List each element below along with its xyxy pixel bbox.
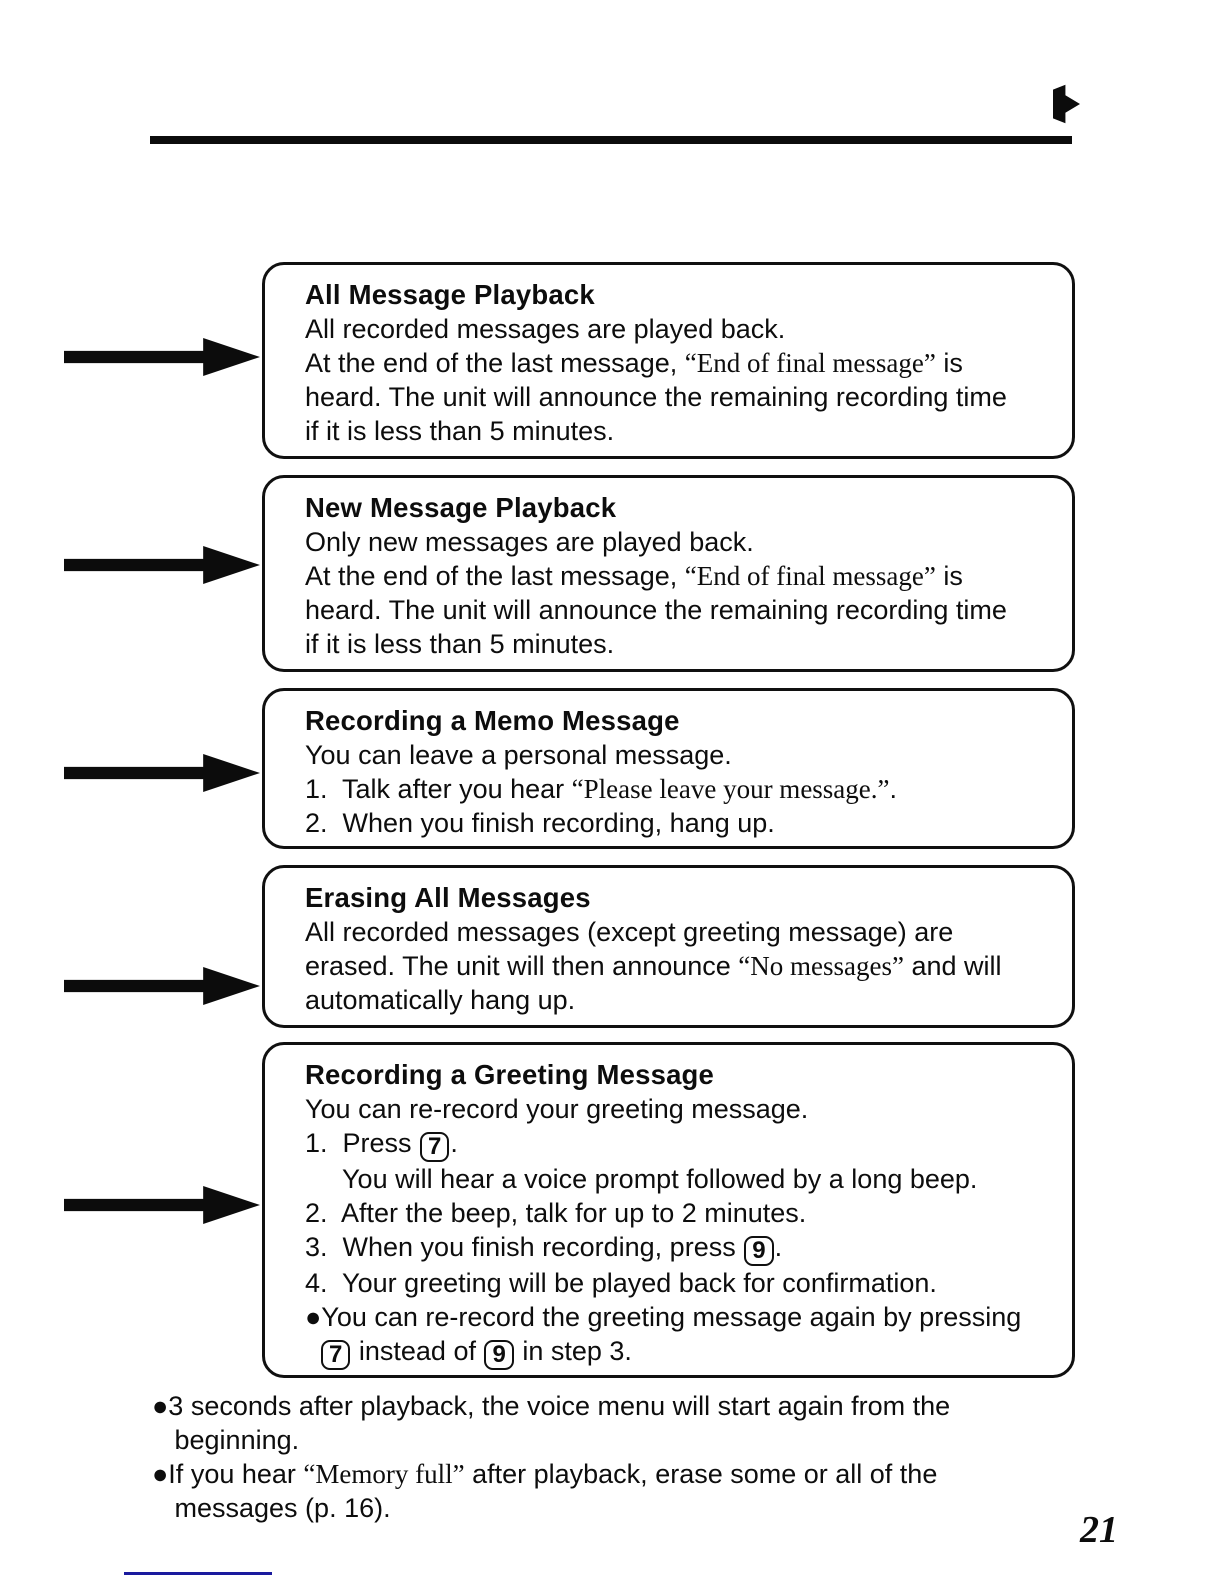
pointer-arrow-icon: [64, 546, 260, 584]
info-box: Erasing All Messages All recorded messag…: [262, 865, 1075, 1028]
keycap-7-icon: 7: [321, 1340, 351, 1370]
text-segment: You can leave a personal message.: [305, 740, 732, 770]
text-line: heard. The unit will announce the remain…: [305, 593, 1046, 627]
text-segment: “Memory full”: [303, 1459, 465, 1489]
text-line: erased. The unit will then announce “No …: [305, 949, 1046, 983]
text-segment: beginning.: [152, 1425, 300, 1455]
pointer-arrow-icon: [64, 1186, 260, 1224]
text-line: ●3 seconds after playback, the voice men…: [152, 1389, 950, 1423]
box-body: All recorded messages are played back.At…: [305, 312, 1046, 448]
text-line: 3. When you finish recording, press 9.: [305, 1230, 1046, 1266]
text-line: You can leave a personal message.: [305, 738, 1046, 772]
text-segment: At the end of the last message,: [305, 561, 685, 591]
text-segment: if it is less than 5 minutes.: [305, 629, 615, 659]
text-segment: 3. When you finish recording, press: [305, 1232, 744, 1262]
text-segment: All recorded messages (except greeting m…: [305, 917, 954, 947]
text-line: At the end of the last message, “End of …: [305, 559, 1046, 593]
text-segment: 1. Talk after you hear: [305, 774, 572, 804]
text-line: ●If you hear “Memory full” after playbac…: [152, 1457, 950, 1491]
text-line: ●You can re-record the greeting message …: [305, 1300, 1046, 1334]
text-line: You will hear a voice prompt followed by…: [305, 1162, 1046, 1196]
text-line: beginning.: [152, 1423, 950, 1457]
text-line: 4. Your greeting will be played back for…: [305, 1266, 1046, 1300]
text-line: All recorded messages are played back.: [305, 312, 1046, 346]
text-segment: [305, 1336, 320, 1366]
box-title: Erasing All Messages: [305, 882, 591, 913]
box-title: Recording a Memo Message: [305, 705, 680, 736]
keycap-7-icon: 7: [420, 1132, 450, 1162]
text-segment: 2. When you finish recording, hang up.: [305, 808, 775, 838]
text-segment: “Please leave your message.”: [571, 774, 890, 804]
text-line: automatically hang up.: [305, 983, 1046, 1017]
text-line: 2. When you finish recording, hang up.: [305, 806, 1046, 840]
text-line: All recorded messages (except greeting m…: [305, 915, 1046, 949]
text-line: 7 instead of 9 in step 3.: [305, 1334, 1046, 1370]
pointer-arrow-icon: [64, 967, 260, 1005]
text-segment: if it is less than 5 minutes.: [305, 416, 615, 446]
text-line: You can re-record your greeting message.: [305, 1092, 1046, 1126]
text-segment: .: [774, 1232, 783, 1262]
text-line: messages (p. 16).: [152, 1491, 950, 1525]
text-segment: You can re-record your greeting message.: [305, 1094, 809, 1124]
text-segment: heard. The unit will announce the remain…: [305, 382, 1007, 412]
text-segment: At the end of the last message,: [305, 348, 685, 378]
box-body: Only new messages are played back.At the…: [305, 525, 1046, 661]
keycap-9-icon: 9: [484, 1340, 514, 1370]
text-segment: “No messages”: [738, 951, 904, 981]
text-segment: 1. Press: [305, 1128, 420, 1158]
header-rule: [150, 136, 1072, 144]
box-title: All Message Playback: [305, 279, 595, 310]
text-segment: You will hear a voice prompt followed by…: [305, 1164, 978, 1194]
text-segment: is: [935, 561, 963, 591]
page-corner-arrow-icon: [1053, 84, 1080, 124]
text-segment: “End of final message”: [684, 348, 936, 378]
info-box: Recording a Memo Message You can leave a…: [262, 688, 1075, 849]
text-line: heard. The unit will announce the remain…: [305, 380, 1046, 414]
info-box: All Message Playback All recorded messag…: [262, 262, 1075, 459]
text-segment: .: [889, 774, 898, 804]
pointer-arrow-icon: [64, 338, 260, 376]
text-segment: Only new messages are played back.: [305, 527, 754, 557]
text-segment: .: [450, 1128, 458, 1158]
text-line: 1. Talk after you hear “Please leave you…: [305, 772, 1046, 806]
page-number: 21: [1080, 1509, 1118, 1551]
box-body: All recorded messages (except greeting m…: [305, 915, 1046, 1017]
text-line: At the end of the last message, “End of …: [305, 346, 1046, 380]
box-title: Recording a Greeting Message: [305, 1059, 715, 1090]
pointer-arrow-icon: [64, 754, 260, 792]
text-segment: messages (p. 16).: [152, 1493, 391, 1523]
text-segment: is: [935, 348, 963, 378]
text-segment: automatically hang up.: [305, 985, 576, 1015]
text-segment: ●You can re-record the greeting message …: [305, 1302, 1022, 1332]
text-segment: ●3 seconds after playback, the voice men…: [152, 1391, 951, 1421]
text-line: Only new messages are played back.: [305, 525, 1046, 559]
text-segment: ●If you hear: [152, 1459, 304, 1489]
text-segment: after playback, erase some or all of the: [464, 1459, 938, 1489]
text-segment: “End of final message”: [684, 561, 936, 591]
text-line: if it is less than 5 minutes.: [305, 627, 1046, 661]
info-box: Recording a Greeting Message You can re-…: [262, 1042, 1075, 1378]
text-line: 1. Press 7.: [305, 1126, 1046, 1162]
box-body: You can leave a personal message.1. Talk…: [305, 738, 1046, 840]
box-title: New Message Playback: [305, 492, 617, 523]
text-segment: 4. Your greeting will be played back for…: [305, 1268, 937, 1298]
text-segment: and will: [904, 951, 1002, 981]
text-line: if it is less than 5 minutes.: [305, 414, 1046, 448]
text-line: 2. After the beep, talk for up to 2 minu…: [305, 1196, 1046, 1230]
keycap-9-icon: 9: [744, 1236, 774, 1266]
footer-blue-line: [124, 1572, 272, 1575]
text-segment: 2. After the beep, talk for up to 2 minu…: [305, 1198, 807, 1228]
text-segment: instead of: [351, 1336, 484, 1366]
box-body: You can re-record your greeting message.…: [305, 1092, 1046, 1370]
text-segment: All recorded messages are played back.: [305, 314, 786, 344]
text-segment: erased. The unit will then announce: [305, 951, 739, 981]
text-segment: in step 3.: [514, 1336, 632, 1366]
info-box: New Message Playback Only new messages a…: [262, 475, 1075, 672]
footnotes: ●3 seconds after playback, the voice men…: [152, 1389, 950, 1525]
text-segment: heard. The unit will announce the remain…: [305, 595, 1007, 625]
